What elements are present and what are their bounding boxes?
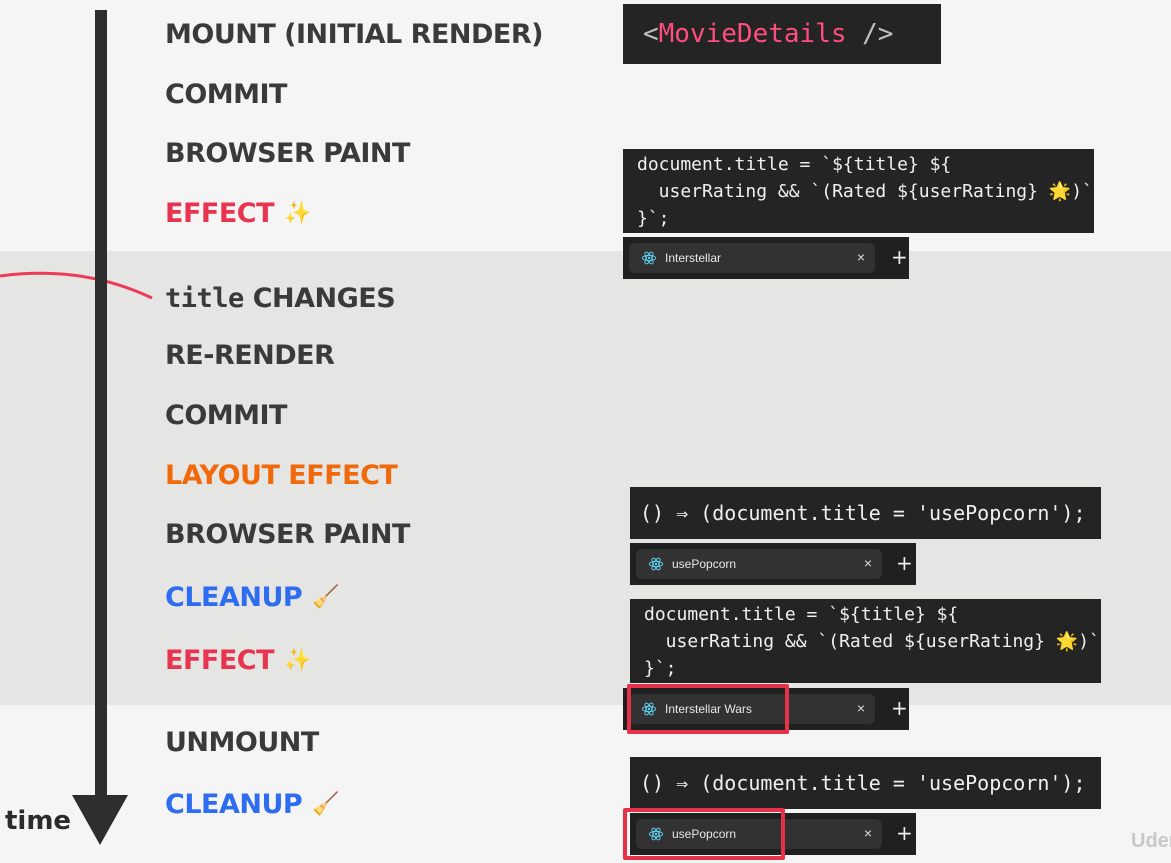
browser-tab-usepopcorn[interactable]: usePopcorn ×: [636, 549, 882, 579]
timeline-shaft: [95, 10, 107, 800]
cleanup-code-2: () ⇒ (document.title = 'usePopcorn');: [630, 757, 1101, 809]
browser-tab-interstellar[interactable]: Interstellar ×: [629, 243, 875, 273]
step-cleanup-2: CLEANUP🧹: [165, 789, 340, 820]
broom-icon: 🧹: [312, 585, 340, 610]
close-icon[interactable]: ×: [863, 555, 872, 571]
effect-code-2: document.title = `${title} ${ userRating…: [630, 599, 1101, 683]
tab-title: usePopcorn: [672, 557, 737, 571]
tab-highlight-box: [623, 808, 785, 860]
step-layout-effect: LAYOUT EFFECT: [165, 460, 398, 491]
browser-tab-usepopcorn[interactable]: usePopcorn ×: [636, 819, 882, 849]
tab-highlight-box: [627, 684, 789, 734]
new-tab-icon[interactable]: +: [896, 551, 913, 575]
tab-title: Interstellar Wars: [665, 702, 752, 716]
cleanup-code-1: () ⇒ (document.title = 'usePopcorn');: [630, 487, 1101, 539]
step-rerender: RE-RENDER: [165, 340, 335, 371]
watermark: Uden: [1131, 830, 1171, 852]
browser-tab-bar-3: Interstellar Wars × +: [623, 688, 909, 730]
browser-tab-bar-4: usePopcorn × +: [630, 813, 916, 855]
step-commit-1: COMMIT: [165, 79, 287, 110]
new-tab-icon[interactable]: +: [891, 696, 908, 720]
sparkles-icon: ✨: [284, 648, 311, 673]
new-tab-icon[interactable]: +: [896, 821, 913, 845]
react-icon: [641, 251, 657, 265]
step-cleanup-1: CLEANUP🧹: [165, 582, 340, 613]
effect-code-1: document.title = `${title} ${ userRating…: [623, 149, 1094, 233]
tab-title: Interstellar: [665, 251, 722, 265]
component-code: <MovieDetails />: [623, 4, 941, 64]
step-effect-1: EFFECT✨: [165, 198, 311, 229]
timeline-arrowhead: [72, 795, 128, 845]
broom-icon: 🧹: [312, 792, 340, 817]
step-mount: MOUNT (INITIAL RENDER): [165, 19, 543, 50]
tab-title: usePopcorn: [672, 827, 737, 841]
step-browser-paint-2: BROWSER PAINT: [165, 519, 410, 550]
title-change-curve: [0, 271, 153, 300]
browser-tab-interstellar-wars[interactable]: Interstellar Wars ×: [629, 694, 875, 724]
time-label: time: [5, 806, 72, 836]
title-code-word: title: [165, 283, 244, 314]
react-icon: [648, 827, 664, 841]
sparkles-icon: ✨: [284, 201, 311, 226]
close-icon[interactable]: ×: [863, 825, 872, 841]
step-browser-paint-1: BROWSER PAINT: [165, 138, 410, 169]
close-icon[interactable]: ×: [856, 249, 865, 265]
step-unmount: UNMOUNT: [165, 727, 319, 758]
browser-tab-bar-1: Interstellar × +: [623, 237, 909, 279]
step-title-changes: title CHANGES: [165, 283, 396, 314]
react-icon: [641, 702, 657, 716]
close-icon[interactable]: ×: [856, 700, 865, 716]
browser-tab-bar-2: usePopcorn × +: [630, 543, 916, 585]
react-icon: [648, 557, 664, 571]
step-effect-2: EFFECT✨: [165, 645, 311, 676]
new-tab-icon[interactable]: +: [891, 245, 908, 269]
step-commit-2: COMMIT: [165, 400, 287, 431]
